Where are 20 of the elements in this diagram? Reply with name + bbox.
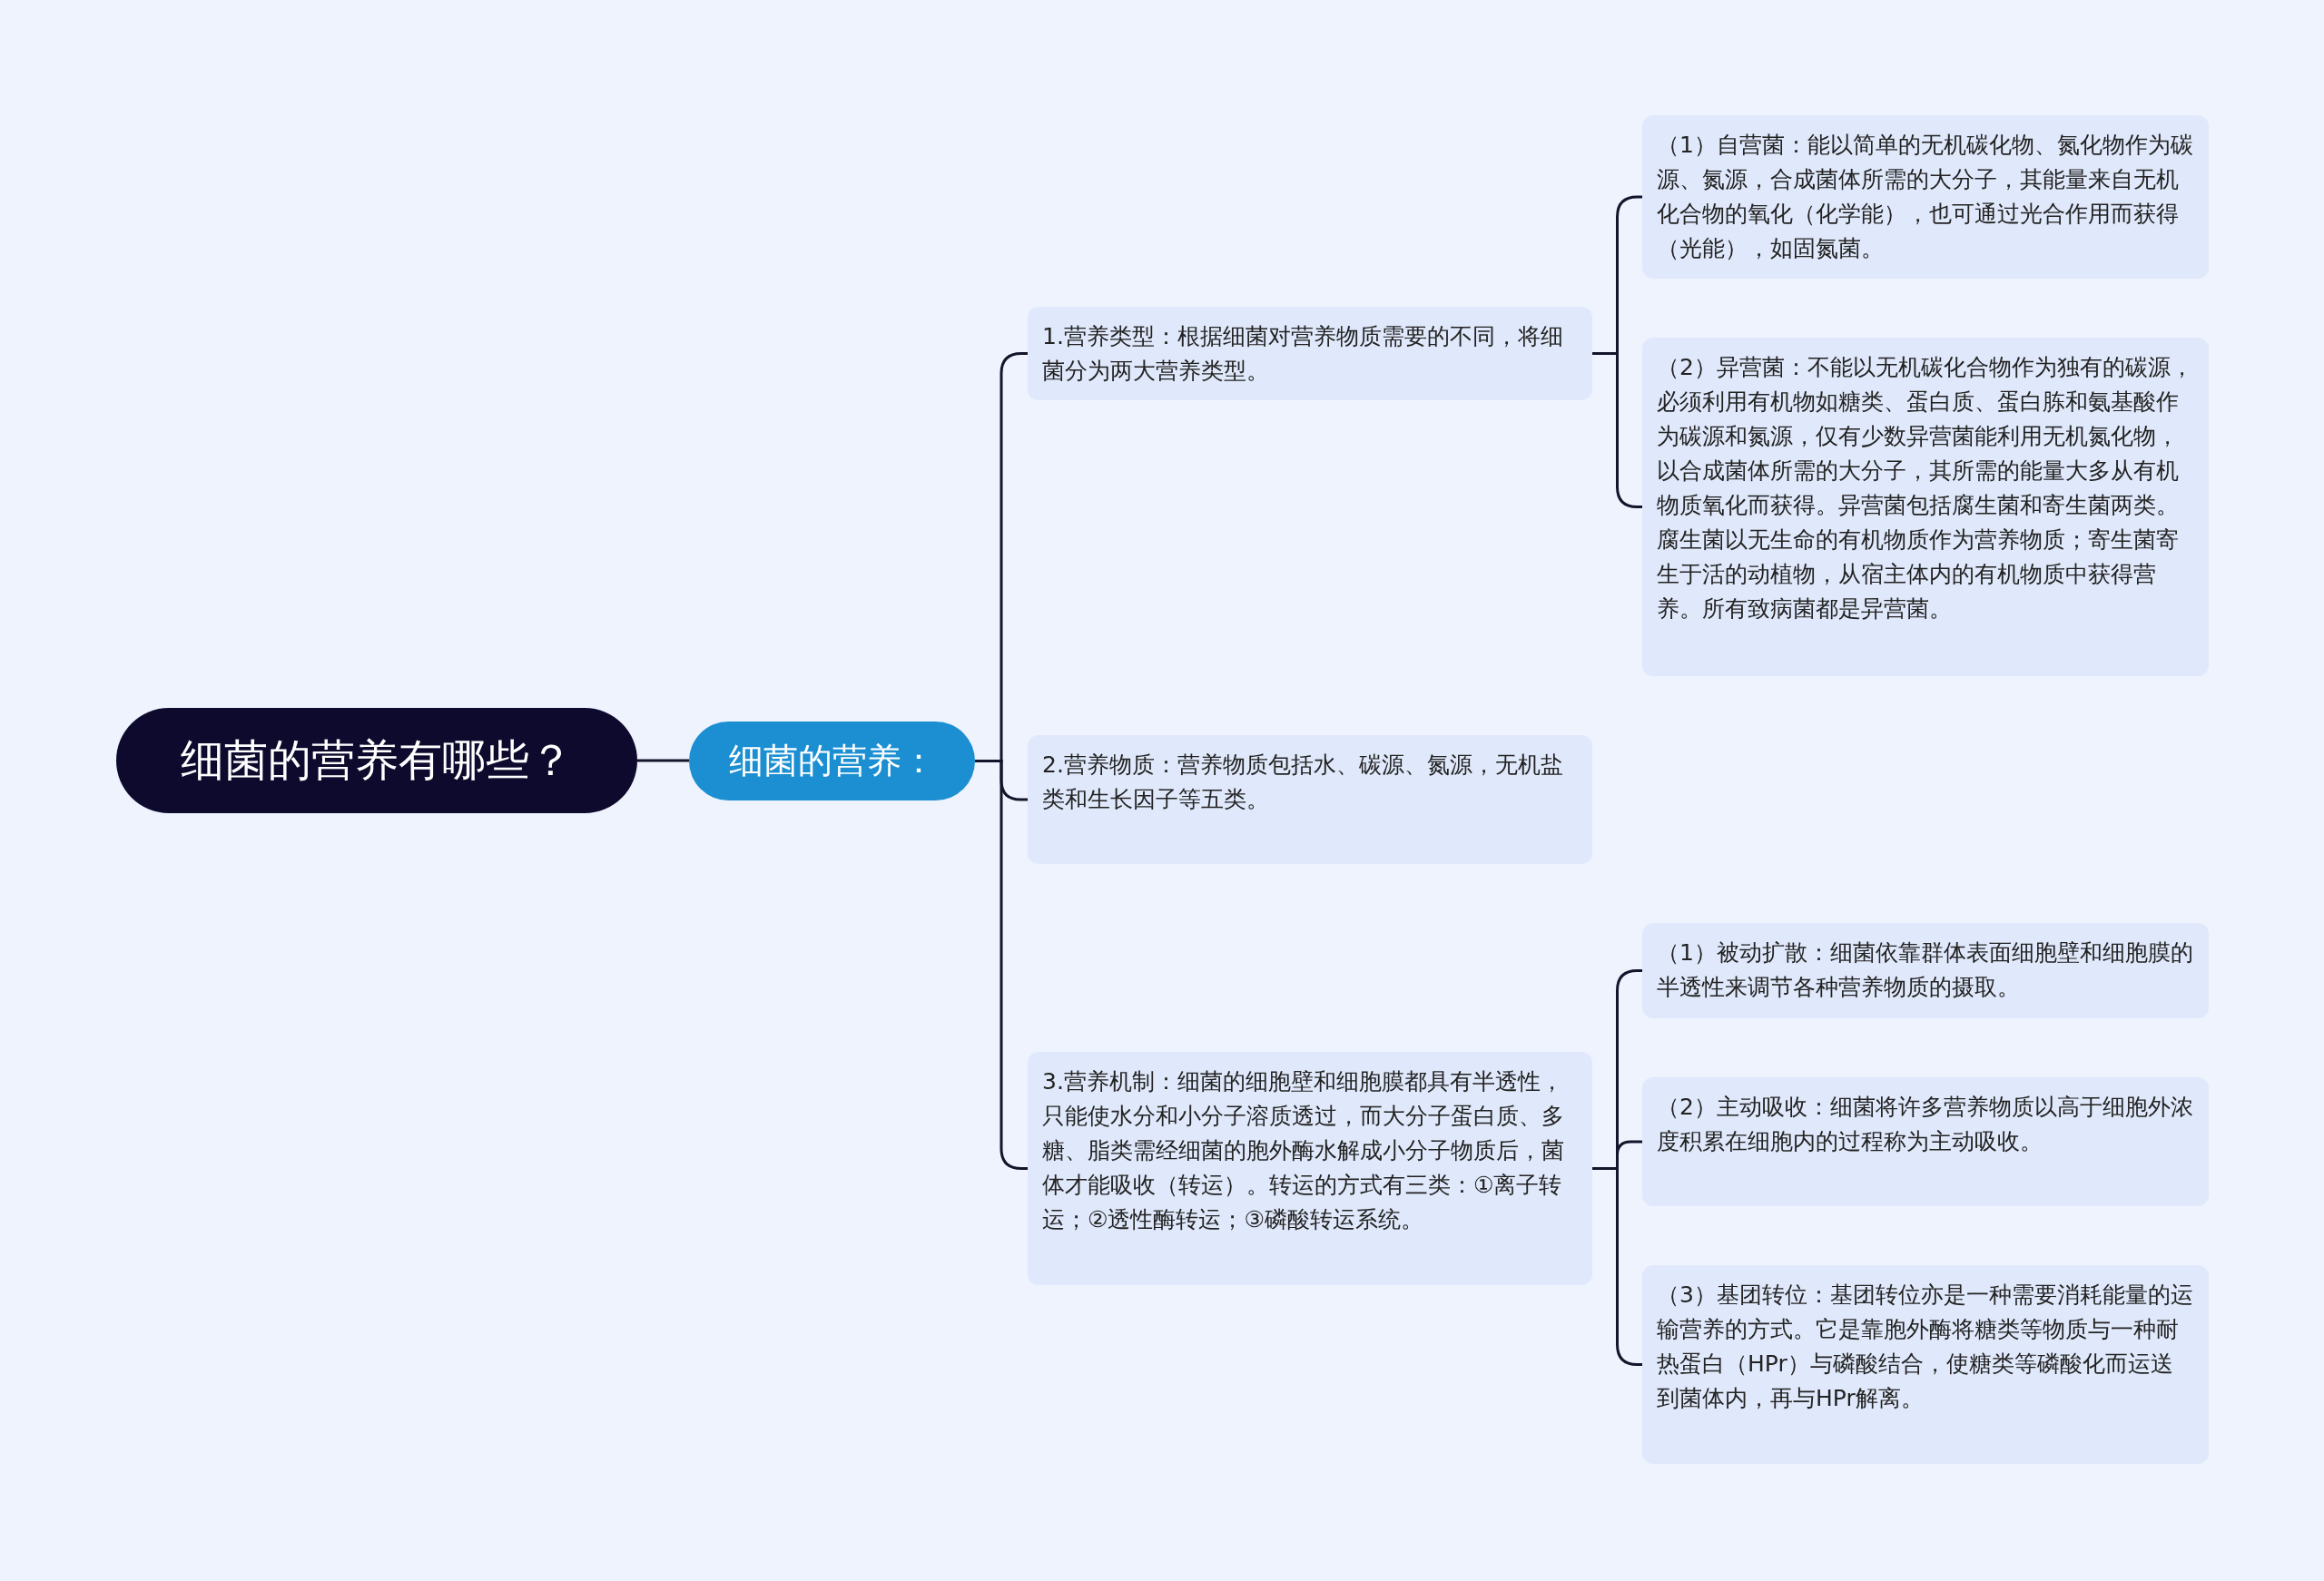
topic-card [1642,115,2209,279]
topic-text: （1）被动扩散：细菌依靠群体表面细胞壁和细胞膜的半透性来调节各种营养物质的摄取。 [1657,938,2194,1002]
topic-card [1028,307,1592,400]
topic-text: 1.营养类型：根据细菌对营养物质需要的不同，将细菌分为两大营养类型。 [1042,322,1564,386]
connector-line [637,759,689,762]
topic-text: （2）异营菌：不能以无机碳化合物作为独有的碳源，必须利用有机物如糖类、蛋白质、蛋白胨和氨基酸作为碳源和氮源，仅有少数异营菌能利用无机氮化物，以合成菌体所需的大分子，其所需的能量大多从有机物质氧化而获得。异营菌包括腐生菌和寄生菌两类。腐生菌以无生命的有机物质作为营养物质；寄生菌寄生于活的动植物，从宿主体内的有机物质中获得营养。所有致病菌都是异营菌。 [1657,353,2194,624]
topic-text: 2.营养物质：营养物质包括水、碳源、氮源，无机盐类和生长因子等五类。 [1042,751,1564,814]
topic-card [1642,1077,2209,1206]
topic-card [1642,338,2209,676]
topic-text: （2）主动吸收：细菌将许多营养物质以高于细胞外浓度积累在细胞内的过程称为主动吸收。 [1657,1093,2194,1156]
topic-text: 细菌的营养有哪些？ [181,734,573,787]
topic-card [1028,1052,1592,1285]
topic-card [1642,1265,2209,1464]
topic-text: 细菌的营养： [728,740,936,782]
topic-card [1642,923,2209,1018]
topic-card [1028,735,1592,864]
topic-text: （3）基团转位：基团转位亦是一种需要消耗能量的运输营养的方式。它是靠胞外酶将糖类等物质与一种耐热蛋白（HPr）与磷酸结合，使糖类等磷酸化而运送到菌体内，再与HPr解离。 [1657,1281,2194,1413]
topic-text: 3.营养机制：细菌的细胞壁和细胞膜都具有半透性，只能使水分和小分子溶质透过，而大分子蛋白质、多糖、脂类需经细菌的胞外酶水解成小分子物质后，菌体才能吸收（转运）。转运的方式有三类：①离子转运；②透性酶转运；③磷酸转运系统。 [1042,1067,1565,1234]
topic-text: （1）自营菌：能以简单的无机碳化物、氮化物作为碳源、氮源，合成菌体所需的大分子，其能量来自无机化合物的氧化（化学能），也可通过光合作用而获得（光能），如固氮菌。 [1657,131,2194,263]
connector-line [975,760,1028,1170]
